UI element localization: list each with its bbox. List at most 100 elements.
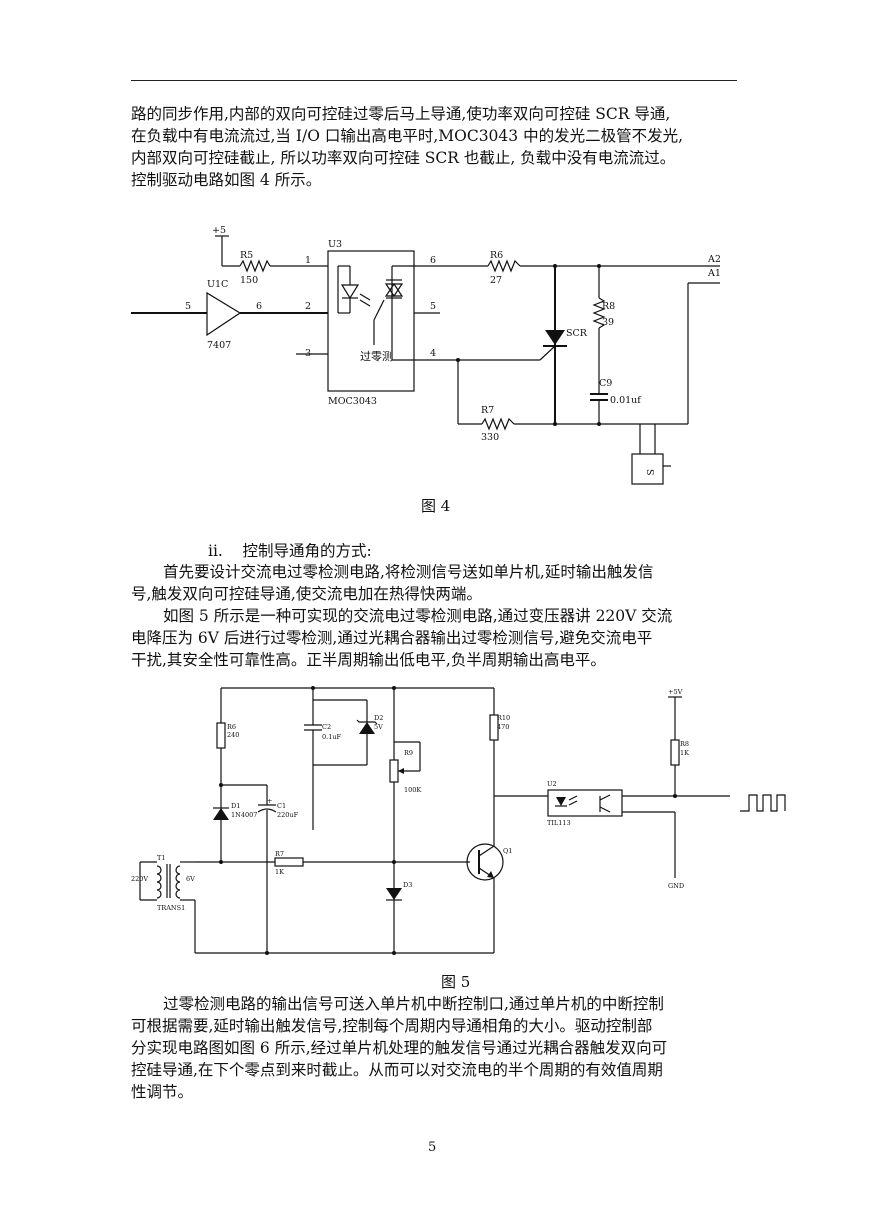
text-line: 分实现电路图如图 6 所示,经过单片机处理的触发信号通过光耦合器触发双向可 xyxy=(131,1039,668,1057)
text-line: 控硅导通,在下个零点到来时截止。从而可以对交流电的半个周期的有效值周期 xyxy=(131,1061,663,1079)
u2-led-icon xyxy=(556,797,566,806)
r7-resistor xyxy=(274,857,304,867)
r8-label: R8 xyxy=(680,740,689,748)
junction-dot xyxy=(219,783,223,787)
d3-diode xyxy=(386,888,402,900)
r5-resistor xyxy=(239,259,271,273)
c1-value: 220uF xyxy=(277,811,299,819)
square-wave-icon xyxy=(740,794,786,812)
r6-value: 27 xyxy=(490,275,502,286)
c2-value: 0.1uF xyxy=(322,733,342,741)
c1-label: C1 xyxy=(277,802,286,810)
r10-label: R10 xyxy=(497,714,510,722)
gnd-label: GND xyxy=(668,882,684,890)
u3-label: U3 xyxy=(328,239,342,250)
u1c-pin6: 6 xyxy=(256,301,262,312)
u3-pin5: 5 xyxy=(430,301,436,312)
a1-label: A1 xyxy=(707,268,721,279)
figure-4-caption: 图 4 xyxy=(421,497,451,515)
u2-label: U2 xyxy=(547,780,557,788)
q1-label: Q1 xyxy=(503,847,512,855)
v220-label: 220V xyxy=(131,875,148,883)
r8-resistor xyxy=(592,297,606,329)
section-heading: ii. 控制导通角的方式: xyxy=(208,542,372,560)
u3-pin3: 3 xyxy=(305,348,311,359)
r8-value: 39 xyxy=(602,317,614,328)
u1c-buffer xyxy=(206,291,242,337)
r9-potentiometer xyxy=(389,759,399,783)
figure-5-caption: 图 5 xyxy=(441,973,471,991)
paragraph-1: 路的同步作用,内部的双向可控硅过零后马上导通,使功率双向可控硅 SCR 导通, … xyxy=(131,103,741,191)
text-line: 干扰,其安全性可靠性高。正半周期输出低电平,负半周期输出高电平。 xyxy=(131,651,606,669)
junction-dot xyxy=(392,860,396,864)
junction-dot xyxy=(392,951,396,955)
scr-label: SCR xyxy=(566,328,588,339)
junction-dot xyxy=(673,794,677,798)
q1-transistor xyxy=(466,843,504,881)
c2-label: C2 xyxy=(322,723,331,731)
r5-label: R5 xyxy=(240,250,253,261)
text-line: 过零检测电路的输出信号可送入单片机中断控制口,通过单片机的中断控制 xyxy=(163,995,664,1013)
text-line: 在负载中有电流流过,当 I/O 口输出高电平时,MOC3043 中的发光二极管不… xyxy=(131,127,684,145)
u1c-label: U1C xyxy=(207,279,228,290)
paragraph-3: 如图 5 所示是一种可实现的交流电过零检测电路,通过变压器讲 220V 交流 电… xyxy=(131,605,741,671)
r9-value: 100K xyxy=(404,786,421,794)
text-line: 如图 5 所示是一种可实现的交流电过零检测电路,通过变压器讲 220V 交流 xyxy=(163,607,673,625)
u1c-part: 7407 xyxy=(207,340,231,351)
r6-label: R6 xyxy=(227,723,236,731)
d1-label: D1 xyxy=(231,802,240,810)
u1c-pin5: 5 xyxy=(185,301,191,312)
d1-value: 1N4007 xyxy=(231,811,257,819)
t1-transformer xyxy=(156,865,162,899)
text-line: 号,触发双向可控硅导通,使交流电加在热得快两端。 xyxy=(131,585,482,603)
text-line: 路的同步作用,内部的双向可控硅过零后马上导通,使功率双向可控硅 SCR 导通, xyxy=(131,105,671,123)
page-number: 5 xyxy=(428,1140,437,1155)
d1-diode xyxy=(213,808,229,820)
u2-part: TIL113 xyxy=(547,819,571,827)
figure-4-schematic: +5 R5 150 1 5 U1C 7407 6 2 3 U3 MOC3043 … xyxy=(131,225,721,485)
t1-label: T1 xyxy=(157,854,165,862)
text-line: 电降压为 6V 后进行过零检测,通过光耦合器输出过零检测信号,避免交流电平 xyxy=(131,629,653,647)
moc3043-box xyxy=(327,250,415,392)
c9-label: C9 xyxy=(599,378,612,389)
vcc-label: +5V xyxy=(668,688,683,696)
header-rule xyxy=(131,80,737,81)
u3-pin6: 6 xyxy=(430,255,436,266)
r5-value: 150 xyxy=(240,275,258,286)
r7-label: R7 xyxy=(275,850,284,858)
u3-part: MOC3043 xyxy=(328,396,377,407)
u3-pin2: 2 xyxy=(305,301,311,312)
d2-label: D2 xyxy=(374,714,383,722)
r6-resistor xyxy=(216,722,226,749)
v6-label: 6V xyxy=(186,875,195,883)
d2-value: 5V xyxy=(374,723,383,731)
r8-resistor xyxy=(670,739,680,766)
r8-value: 1K xyxy=(680,749,689,757)
c1-plus: + xyxy=(267,797,272,805)
load-box xyxy=(631,453,664,485)
text-line: 首先要设计交流电过零检测电路,将检测信号送如单片机,延时输出触发信 xyxy=(163,563,654,581)
text-line: 控制驱动电路如图 4 所示。 xyxy=(131,171,322,189)
text-line: 内部双向可控硅截止, 所以功率双向可控硅 SCR 也截止, 负载中没有电流流过。 xyxy=(131,149,676,167)
u3-pin4: 4 xyxy=(430,348,436,359)
u3-pin1: 1 xyxy=(305,255,311,266)
r8-label: R8 xyxy=(602,301,615,312)
d2-zener xyxy=(359,722,375,734)
figure-5-schematic: R6 240 D1 1N4007 + C1 220uF C2 0.1uF D2 … xyxy=(131,686,786,955)
paragraph-4: 过零检测电路的输出信号可送入单片机中断控制口,通过单片机的中断控制 可根据需要,… xyxy=(131,993,741,1103)
text-line: 可根据需要,延时输出触发信号,控制每个周期内导通相角的大小。驱动控制部 xyxy=(131,1017,653,1035)
r7-value: 330 xyxy=(481,432,499,443)
r7-value: 1K xyxy=(275,868,284,876)
paragraph-2: 首先要设计交流电过零检测电路,将检测信号送如单片机,延时输出触发信 号,触发双向… xyxy=(131,561,741,605)
trans-label: TRANS1 xyxy=(157,904,185,912)
r6-value: 240 xyxy=(227,731,239,739)
vcc-label: +5 xyxy=(212,225,226,236)
r7-resistor xyxy=(481,417,515,431)
u2-optocoupler xyxy=(547,789,623,817)
r9-label: R9 xyxy=(404,749,413,757)
r6-resistor xyxy=(487,259,521,273)
c9-value: 0.01uf xyxy=(610,395,642,406)
led-icon xyxy=(340,284,360,300)
junction-dot xyxy=(265,951,269,955)
junction-dot xyxy=(553,422,557,426)
